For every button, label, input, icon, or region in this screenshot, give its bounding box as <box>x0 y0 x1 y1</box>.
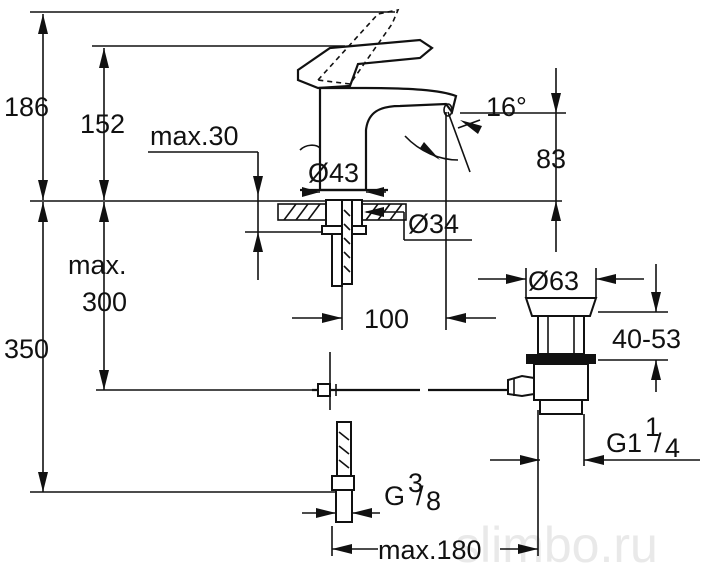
dim-34-label: Ø34 <box>408 209 459 239</box>
dim-350-label: 350 <box>4 334 49 364</box>
dimension-g-3-8: G 3 / 8 <box>302 468 441 518</box>
dim-max30-label: max.30 <box>150 121 239 151</box>
g114-slash: / <box>654 428 662 458</box>
g114-num: 1 <box>645 412 660 442</box>
supply-hoses <box>331 199 353 287</box>
dimension-16-degrees: 16° <box>404 92 527 330</box>
pop-up-rod <box>312 352 508 410</box>
dim-40-53-label: 40-53 <box>612 324 681 354</box>
dim-16-label: 16° <box>486 92 527 122</box>
dim-max180-label: max.180 <box>378 535 482 565</box>
dim-63-label: Ø63 <box>528 266 579 296</box>
dimension-152: 152 <box>80 45 345 200</box>
dim-100-label: 100 <box>364 304 409 334</box>
dim-152-label: 152 <box>80 109 125 139</box>
dim-max-label: max. <box>68 250 127 280</box>
dimension-350: 350 <box>4 202 350 493</box>
dimension-max-300: max. 300 <box>68 202 320 391</box>
dimension-100: 100 <box>292 286 496 334</box>
dim-43-label: Ø43 <box>308 158 359 188</box>
dimension-diameter-34: Ø34 <box>364 207 472 241</box>
lower-supply-hose <box>331 421 355 523</box>
faucet <box>296 8 458 192</box>
g38-slash: / <box>416 481 424 511</box>
g114-den: 4 <box>665 433 680 463</box>
pop-up-waste <box>507 297 598 415</box>
dim-300-label: 300 <box>82 287 127 317</box>
dimension-83: 83 <box>460 68 566 252</box>
watermark: slimbo.ru <box>455 517 658 573</box>
dimension-max-30: max.30 <box>148 121 330 280</box>
dimension-40-53: 40-53 <box>598 264 681 392</box>
dim-186-label: 186 <box>4 92 49 122</box>
g38-base: G <box>384 481 405 511</box>
dim-83-label: 83 <box>536 144 566 174</box>
dimension-g-1-1-4: G1 1 / 4 <box>490 412 700 466</box>
dimension-diameter-43: Ø43 <box>302 158 386 197</box>
g114-base: G1 <box>606 428 642 458</box>
g38-den: 8 <box>426 486 441 516</box>
g38-num: 3 <box>408 468 423 498</box>
dimension-diameter-63: Ø63 <box>478 266 644 298</box>
dimension-186: 186 <box>4 11 395 200</box>
dimension-max-180: max.180 <box>331 410 539 565</box>
